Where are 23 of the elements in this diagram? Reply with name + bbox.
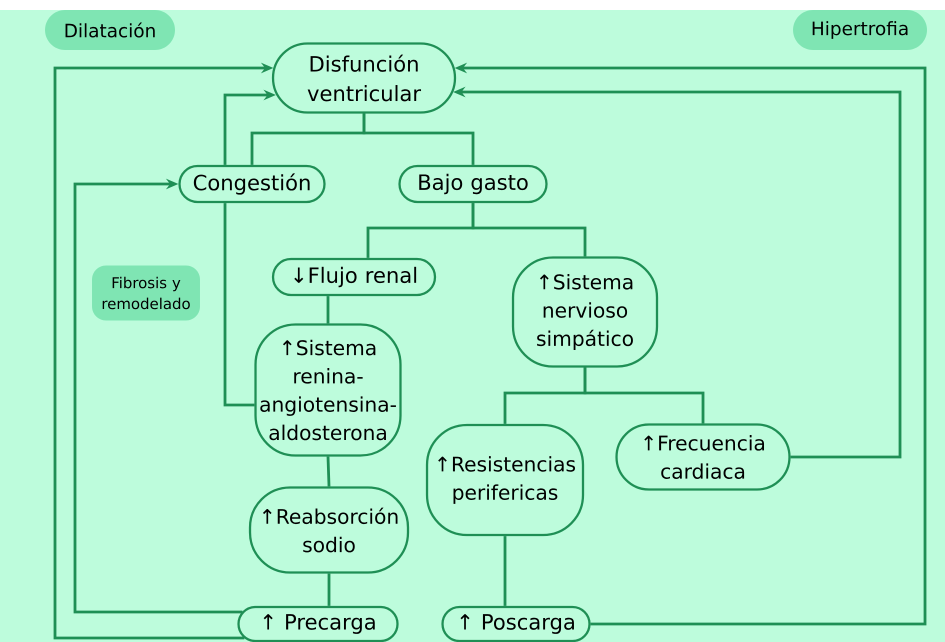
connector [326,296,330,324]
concept-box: ↑ Poscarga [441,606,591,642]
connector [326,456,330,486]
connector [584,368,704,424]
tag-label: Fibrosis y remodelado [92,266,200,320]
connector [362,114,474,165]
concept-box: ↑Sistema nervioso simpático [512,256,658,368]
concept-box: Bajo gasto [398,164,548,204]
connector [328,574,330,606]
connector [504,536,506,606]
concept-box: Disfunción ventricular [272,42,456,114]
concept-box: ↑ Precarga [237,606,399,642]
concept-box: ↑Resistencias perifericas [426,424,584,536]
connector [224,203,254,406]
connector [74,178,242,614]
connector [472,203,586,256]
concept-box: ↑Frecuencia cardiaca [615,423,791,491]
concept-box: ↑Reabsorción sodio [248,486,410,574]
tag-label: Dilatación [45,10,175,50]
concept-box: ↑Sistema renina-angiotensina-aldosterona [254,323,402,457]
tag-label: Hipertrofia [793,10,927,50]
concept-box: Congestión [178,164,326,204]
concept-box: ↓Flujo renal [272,258,436,296]
